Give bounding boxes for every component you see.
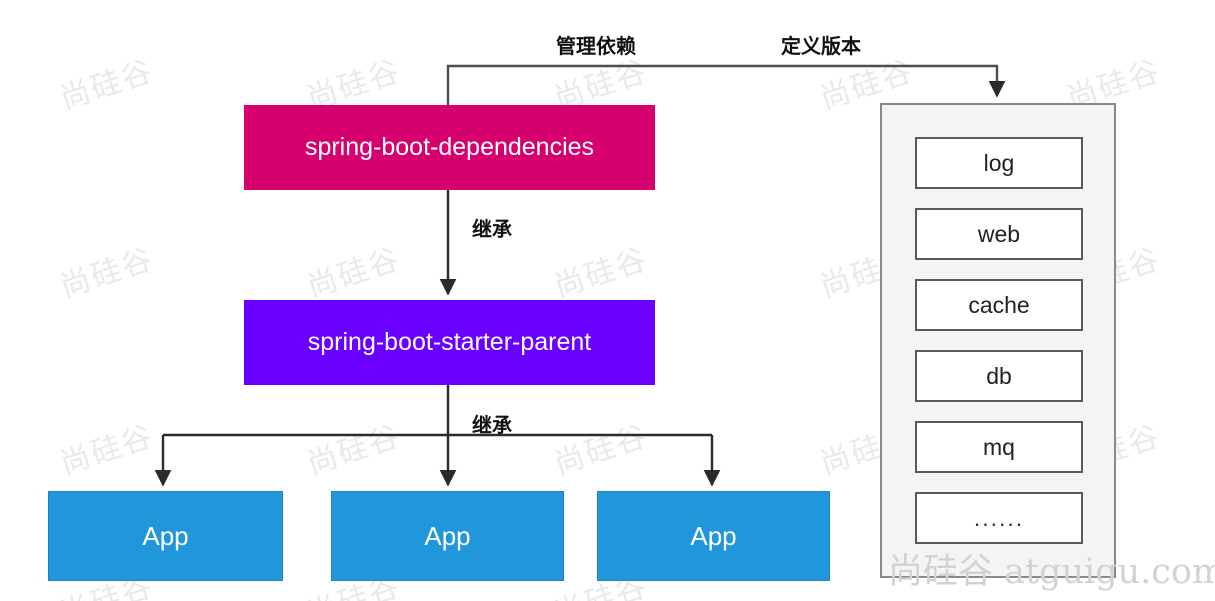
watermark-tile: 尚硅谷 (56, 53, 159, 117)
watermark-tile: 尚硅谷 (550, 241, 653, 305)
node-spring-boot-dependencies: spring-boot-dependencies (244, 105, 655, 190)
starter-item-db: db (915, 350, 1083, 402)
watermark-tile: 尚硅谷 (303, 418, 406, 482)
starter-item-web: web (915, 208, 1083, 260)
edge-label-inherit-bottom: 继承 (472, 413, 512, 437)
watermark-tile: 尚硅谷 (56, 418, 159, 482)
watermark-tile: 尚硅谷 (303, 241, 406, 305)
starter-modules-panel: log web cache db mq ...... (880, 103, 1116, 578)
starter-item-cache: cache (915, 279, 1083, 331)
edge-dependencies-to-starters (446, 64, 1006, 105)
starter-item-more: ...... (915, 492, 1083, 544)
edge-label-manage-dependencies: 管理依赖 (556, 34, 636, 58)
node-app-3: App (597, 491, 830, 581)
node-spring-boot-starter-parent: spring-boot-starter-parent (244, 300, 655, 385)
watermark-tile: 尚硅谷 (56, 241, 159, 305)
watermark-tile: 尚硅谷 (550, 418, 653, 482)
edge-label-inherit-top: 继承 (472, 217, 512, 241)
edge-label-define-version: 定义版本 (781, 34, 861, 58)
starter-item-log: log (915, 137, 1083, 189)
node-app-1: App (48, 491, 283, 581)
starter-item-mq: mq (915, 421, 1083, 473)
node-app-2: App (331, 491, 564, 581)
